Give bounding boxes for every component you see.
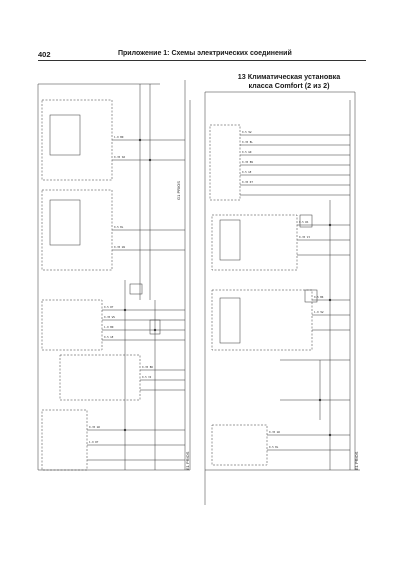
left-module-1 bbox=[41, 99, 113, 181]
wire-label: 0.35 BN bbox=[242, 160, 253, 164]
wire-label: 0.5 RT bbox=[104, 305, 114, 309]
header-rule bbox=[38, 60, 366, 61]
left-module-1-inner bbox=[49, 114, 81, 156]
right-connector-b bbox=[299, 214, 313, 228]
wire-label: 1.0 BN bbox=[114, 135, 124, 139]
left-ground-label: E1 PRIOS bbox=[185, 451, 190, 470]
wire-label: 0.5 BL bbox=[114, 225, 124, 229]
left-connector-a bbox=[129, 283, 143, 295]
wire-label: 0.5 SW bbox=[242, 130, 252, 134]
wire-label: 0.35 GN bbox=[114, 245, 125, 249]
wire-label: 0.35 GR bbox=[89, 425, 100, 429]
left-module-4 bbox=[59, 354, 141, 401]
left-module-2-inner bbox=[49, 199, 81, 246]
right-labels: 0.5 SW 0.35 BL 0.5 GN 0.35 BN 0.5 GE 0.3… bbox=[242, 130, 359, 470]
section-title-line1: 13 Климатическая установка bbox=[237, 72, 341, 81]
right-ground-label: E1 PRIOS bbox=[354, 451, 359, 470]
wire-label: 0.5 VI bbox=[142, 375, 152, 379]
wire-label: 0.35 RT bbox=[242, 180, 253, 184]
right-module-2-inner bbox=[219, 297, 241, 344]
wire-label: 0.5 WS bbox=[299, 220, 309, 224]
right-module-3 bbox=[211, 424, 268, 466]
wire-label: 0.35 BR bbox=[142, 365, 153, 369]
left-panel bbox=[37, 80, 191, 471]
right-panel bbox=[204, 91, 360, 505]
page-number: 402 bbox=[38, 50, 51, 59]
wire-label: 0.35 VI bbox=[299, 235, 310, 239]
right-module-1-inner bbox=[219, 219, 241, 261]
wire-label: 0.5 BL bbox=[269, 445, 279, 449]
wire-label: 0.5 GE bbox=[104, 335, 114, 339]
running-header: Приложение 1: Схемы электрических соедин… bbox=[118, 50, 292, 57]
wire-label: 0.5 GE bbox=[242, 170, 252, 174]
right-sensor-block bbox=[209, 124, 241, 201]
right-module-1 bbox=[211, 214, 298, 271]
right-module-2 bbox=[211, 289, 313, 351]
left-module-2 bbox=[41, 189, 113, 271]
left-vertical-label: G1 PRIOS bbox=[176, 181, 181, 200]
section-title-line2: класса Comfort (2 из 2) bbox=[248, 81, 330, 90]
wire-label: 0.5 GN bbox=[242, 150, 252, 154]
wire-label: 0.35 SW bbox=[114, 155, 125, 159]
wire-label: 0.35 BL bbox=[242, 140, 253, 144]
left-module-5 bbox=[41, 409, 88, 471]
section-title: 13 Климатическая установка класса Comfor… bbox=[212, 72, 366, 90]
right-connector bbox=[304, 289, 318, 303]
wire-label: 0.35 GR bbox=[269, 430, 280, 434]
left-module-3 bbox=[41, 299, 103, 351]
wire-label: 1.0 SW bbox=[314, 310, 324, 314]
wire-label: 0.5 BR bbox=[314, 295, 324, 299]
wire-label: 1.0 RT bbox=[89, 440, 99, 444]
wire-label: 1.0 BN bbox=[104, 325, 114, 329]
wire-label: 0.35 WS bbox=[104, 315, 115, 319]
left-labels: 1.0 BN 0.35 SW 0.5 BL 0.35 GN 0.5 RT 0.3… bbox=[89, 135, 190, 470]
